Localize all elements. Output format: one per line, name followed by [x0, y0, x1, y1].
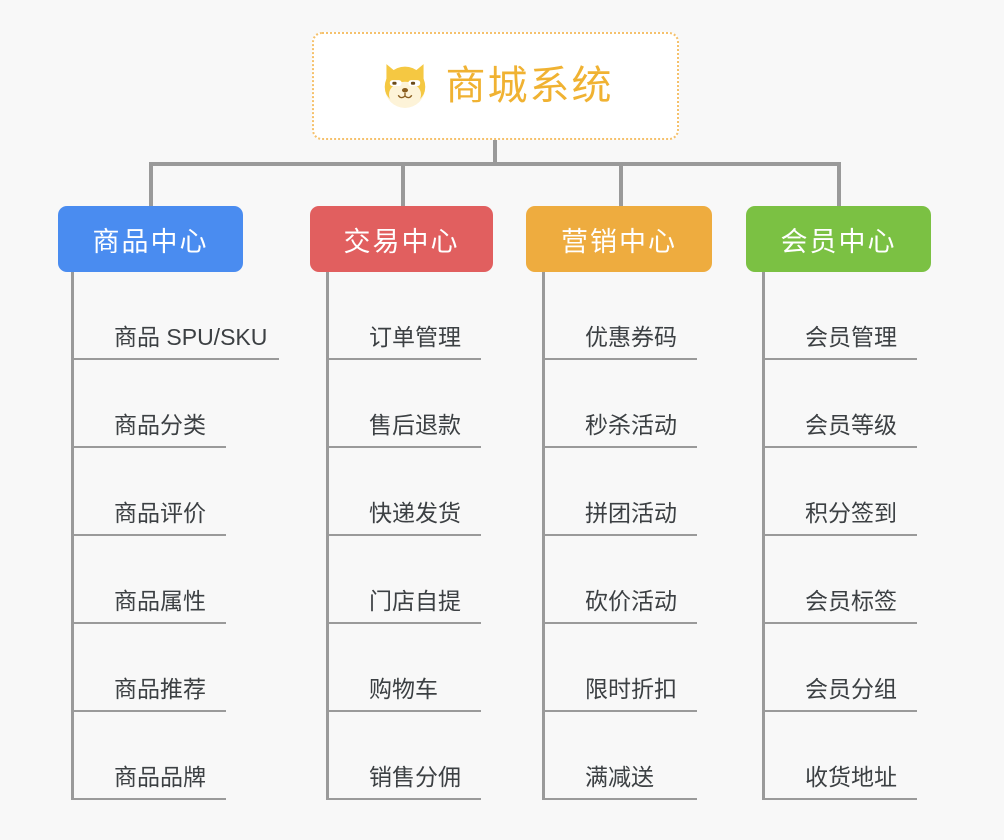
leaf-label: 购物车 [329, 676, 481, 712]
leaf-label: 砍价活动 [545, 588, 697, 624]
leaf-label: 秒杀活动 [545, 412, 697, 448]
connector-drop-3 [619, 162, 623, 206]
branch-label-4: 会员中心 [780, 226, 897, 257]
leaf-label: 商品推荐 [74, 676, 226, 712]
leaf-item[interactable]: 优惠券码 [545, 272, 772, 360]
branch-header-2[interactable]: 交易中心 [310, 206, 493, 272]
leaf-item[interactable]: 销售分佣 [329, 712, 556, 800]
connector-stem [493, 140, 497, 164]
root-node[interactable]: 商城系统 [312, 32, 679, 140]
leaf-label: 商品分类 [74, 412, 226, 448]
leaf-label: 积分签到 [765, 500, 917, 536]
leaf-item[interactable]: 订单管理 [329, 272, 556, 360]
leaf-label: 收货地址 [765, 764, 917, 800]
leaf-label: 拼团活动 [545, 500, 697, 536]
connector-drop-2 [401, 162, 405, 206]
connector-drop-4 [837, 162, 841, 206]
leaf-item[interactable]: 购物车 [329, 624, 556, 712]
leaf-item[interactable]: 会员分组 [765, 624, 992, 712]
leaf-list-1: 商品 SPU/SKU 商品分类 商品评价 商品属性 商品推荐 商品品牌 [71, 272, 301, 800]
leaf-item[interactable]: 商品 SPU/SKU [74, 272, 301, 360]
branch-product-center: 商品中心 商品 SPU/SKU 商品分类 商品评价 商品属性 商品推荐 商品品牌 [58, 206, 301, 800]
branch-header-1[interactable]: 商品中心 [58, 206, 243, 272]
leaf-label: 售后退款 [329, 412, 481, 448]
leaf-label: 会员管理 [765, 324, 917, 360]
leaf-item[interactable]: 商品评价 [74, 448, 301, 536]
leaf-item[interactable]: 积分签到 [765, 448, 992, 536]
leaf-label: 商品品牌 [74, 764, 226, 800]
branch-header-3[interactable]: 营销中心 [526, 206, 712, 272]
leaf-label: 会员等级 [765, 412, 917, 448]
leaf-label: 会员分组 [765, 676, 917, 712]
leaf-item[interactable]: 拼团活动 [545, 448, 772, 536]
leaf-item[interactable]: 满减送 [545, 712, 772, 800]
leaf-item[interactable]: 限时折扣 [545, 624, 772, 712]
leaf-item[interactable]: 售后退款 [329, 360, 556, 448]
leaf-item[interactable]: 会员等级 [765, 360, 992, 448]
connector-drop-1 [149, 162, 153, 206]
branch-marketing-center: 营销中心 优惠券码 秒杀活动 拼团活动 砍价活动 限时折扣 满减送 [526, 206, 772, 800]
leaf-list-3: 优惠券码 秒杀活动 拼团活动 砍价活动 限时折扣 满减送 [542, 272, 772, 800]
leaf-item[interactable]: 商品属性 [74, 536, 301, 624]
leaf-item[interactable]: 收货地址 [765, 712, 992, 800]
shiba-dog-icon [384, 64, 425, 108]
connector-bus [149, 162, 838, 166]
leaf-label: 快递发货 [329, 500, 481, 536]
leaf-list-2: 订单管理 售后退款 快递发货 门店自提 购物车 销售分佣 [326, 272, 556, 800]
leaf-label: 销售分佣 [329, 764, 481, 800]
leaf-label: 优惠券码 [545, 324, 697, 360]
root-title: 商城系统 [445, 64, 614, 108]
leaf-item[interactable]: 会员管理 [765, 272, 992, 360]
branch-label-2: 交易中心 [343, 226, 460, 257]
leaf-item[interactable]: 商品推荐 [74, 624, 301, 712]
branch-member-center: 会员中心 会员管理 会员等级 积分签到 会员标签 会员分组 收货地址 [746, 206, 992, 800]
leaf-item[interactable]: 快递发货 [329, 448, 556, 536]
leaf-label: 订单管理 [329, 324, 481, 360]
leaf-label: 满减送 [545, 764, 697, 800]
leaf-item[interactable]: 砍价活动 [545, 536, 772, 624]
leaf-item[interactable]: 商品分类 [74, 360, 301, 448]
leaf-item[interactable]: 门店自提 [329, 536, 556, 624]
leaf-label: 限时折扣 [545, 676, 697, 712]
branch-header-4[interactable]: 会员中心 [746, 206, 931, 272]
leaf-label: 商品 SPU/SKU [74, 324, 279, 360]
branch-transaction-center: 交易中心 订单管理 售后退款 快递发货 门店自提 购物车 销售分佣 [310, 206, 556, 800]
branch-label-1: 商品中心 [92, 226, 209, 257]
leaf-label: 商品属性 [74, 588, 226, 624]
leaf-label: 商品评价 [74, 500, 226, 536]
branch-label-3: 营销中心 [561, 226, 677, 257]
leaf-label: 门店自提 [329, 588, 481, 624]
leaf-list-4: 会员管理 会员等级 积分签到 会员标签 会员分组 收货地址 [762, 272, 992, 800]
leaf-item[interactable]: 会员标签 [765, 536, 992, 624]
leaf-item[interactable]: 商品品牌 [74, 712, 301, 800]
leaf-item[interactable]: 秒杀活动 [545, 360, 772, 448]
leaf-label: 会员标签 [765, 588, 917, 624]
